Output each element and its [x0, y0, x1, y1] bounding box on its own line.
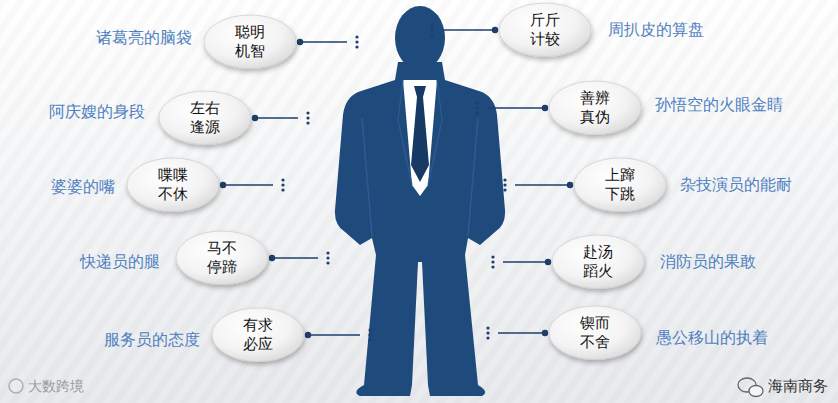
trait-oval: 锲而 不舍: [548, 305, 642, 361]
watermark-icon: [9, 378, 763, 397]
leader-lines: [220, 23, 572, 341]
trait-oval: 左右 逢源: [158, 90, 252, 146]
metaphor-label: 愚公移山的执着: [656, 328, 768, 348]
metaphor-label: 杂技演员的能耐: [680, 175, 792, 195]
metaphor-label: 消防员的果敢: [660, 252, 756, 272]
trait-text: 善辨 真伪: [577, 89, 613, 127]
metaphor-label: 婆婆的嘴: [51, 177, 115, 197]
trait-oval: 上蹿 下跳: [573, 157, 667, 213]
trait-text: 马不 停蹄: [204, 239, 240, 277]
trait-text: 聪明 机智: [232, 23, 268, 61]
trait-oval: 有求 必应: [211, 307, 305, 363]
watermark: 海南商务: [768, 376, 828, 396]
businessman-silhouette: [335, 6, 505, 396]
trait-text: 上蹿 下跳: [602, 166, 638, 204]
metaphor-label: 阿庆嫂的身段: [49, 102, 145, 122]
trait-text: 赴汤 蹈火: [580, 243, 616, 281]
trait-text: 有求 必应: [240, 316, 276, 354]
trait-text: 喋喋 不休: [155, 166, 191, 204]
metaphor-label: 快递员的腿: [80, 252, 160, 272]
watermark: 大数跨境: [28, 376, 84, 396]
trait-text: 斤斤 计较: [527, 11, 563, 49]
metaphor-label: 诸葛亮的脑袋: [96, 28, 192, 48]
metaphor-label: 周扒皮的算盘: [608, 20, 704, 40]
trait-oval: 马不 停蹄: [175, 230, 269, 286]
trait-oval: 善辨 真伪: [548, 80, 642, 136]
trait-oval: 斤斤 计较: [498, 2, 592, 58]
metaphor-label: 服务员的态度: [104, 330, 200, 350]
trait-oval: 赴汤 蹈火: [551, 234, 645, 290]
trait-oval: 喋喋 不休: [126, 157, 220, 213]
trait-text: 左右 逢源: [187, 99, 223, 137]
metaphor-label: 孙悟空的火眼金睛: [655, 95, 783, 115]
trait-oval: 聪明 机智: [203, 14, 297, 70]
trait-text: 锲而 不舍: [577, 314, 613, 352]
